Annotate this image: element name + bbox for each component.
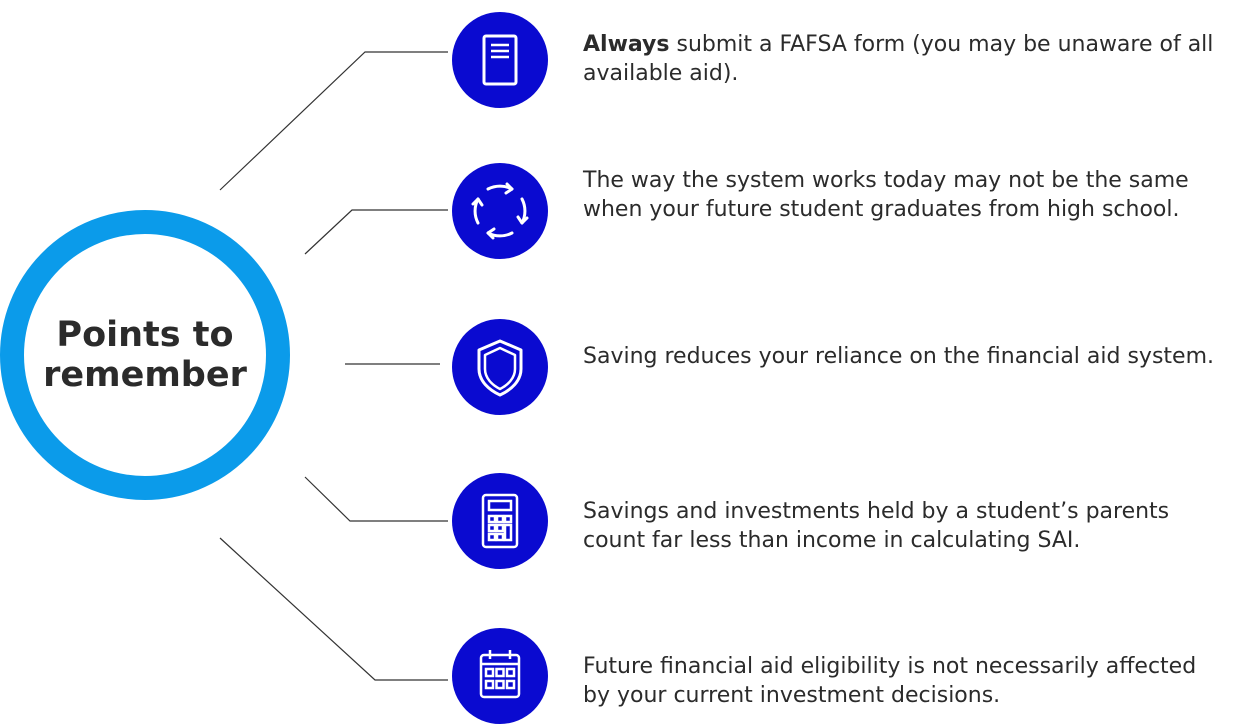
point-2-body: The way the system works today may not b…: [583, 168, 1189, 222]
document-icon: [452, 12, 548, 108]
point-4-body: Savings and investments held by a studen…: [583, 499, 1170, 553]
points-ring: Points to remember: [0, 210, 290, 500]
connector-5: [219, 537, 448, 681]
point-1-body: submit a FAFSA form (you may be unaware …: [583, 32, 1214, 86]
calendar-icon: [452, 628, 548, 724]
point-3-text: Saving reduces your reliance on the fina…: [583, 342, 1223, 371]
shield-icon: [452, 319, 548, 415]
point-4-text: Savings and investments held by a studen…: [583, 497, 1223, 555]
calculator-icon: [452, 473, 548, 569]
point-5-body: Future financial aid eligibility is not …: [583, 654, 1197, 708]
center-title: Points to remember: [43, 315, 247, 395]
point-1-text: Always submit a FAFSA form (you may be u…: [583, 30, 1223, 88]
cycle-arrows-icon: [452, 163, 548, 259]
point-1-bold: Always: [583, 32, 670, 57]
connector-1: [219, 51, 448, 191]
point-2-text: The way the system works today may not b…: [583, 166, 1223, 224]
point-5-text: Future financial aid eligibility is not …: [583, 652, 1223, 710]
connector-2: [304, 209, 448, 255]
point-3-body: Saving reduces your reliance on the fina…: [583, 344, 1214, 369]
connector-4: [304, 476, 448, 522]
